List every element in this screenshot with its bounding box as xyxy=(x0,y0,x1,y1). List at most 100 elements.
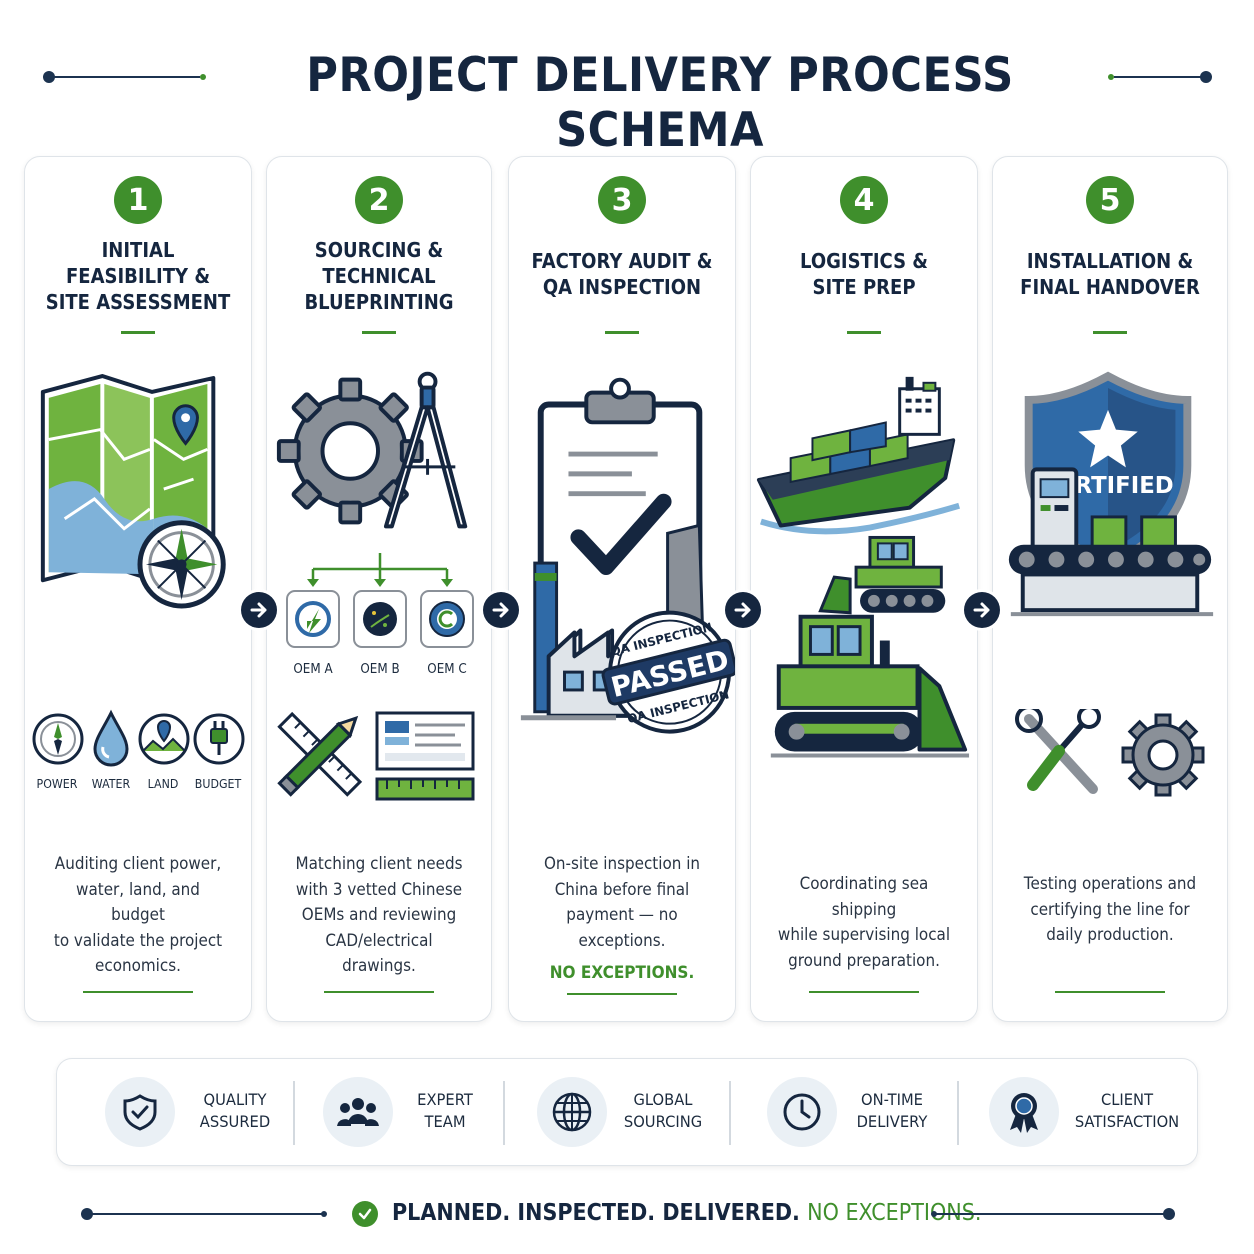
step-description: Matching client needs with 3 vetted Chin… xyxy=(289,851,469,979)
step-card-3: 3 FACTORY AUDIT & QA INSPECTION PASSED Q… xyxy=(508,156,736,1022)
title-rule xyxy=(605,331,639,334)
tools-gear-icon xyxy=(1015,709,1205,797)
large-bulldozer-icon xyxy=(770,614,970,758)
desc-line: to validate the project xyxy=(53,930,223,950)
value-icon-wrap xyxy=(989,1077,1059,1147)
desc-line: daily production. xyxy=(1046,925,1174,944)
oem-label-c: OEM C xyxy=(427,662,467,677)
step-number: 3 xyxy=(598,176,646,224)
value-label-line: EXPERT xyxy=(417,1090,473,1109)
bottom-rule xyxy=(324,991,434,993)
footer-text: PLANNED. INSPECTED. DELIVERED. NO EXCEPT… xyxy=(392,1200,981,1226)
value-label: QUALITY ASSURED xyxy=(193,1089,278,1133)
step-card-1: 1 INITIAL FEASIBILITY & SITE ASSESSMENT xyxy=(24,156,252,1022)
title-rule xyxy=(362,331,396,334)
value-label-line: ON-TIME xyxy=(861,1090,923,1109)
oem-b-logo xyxy=(353,590,407,648)
water-drop-icon xyxy=(93,709,129,767)
step-arrow-2-3 xyxy=(483,592,519,628)
arrow-right-icon xyxy=(492,602,509,618)
value-icon-wrap xyxy=(323,1077,393,1147)
footer-decor-left xyxy=(81,1208,327,1220)
divider xyxy=(957,1081,959,1145)
desc-line: OEMs and reviewing xyxy=(301,905,457,924)
step-number: 5 xyxy=(1086,176,1134,224)
desc-line: exceptions. xyxy=(578,930,666,950)
step-number: 4 xyxy=(840,176,888,224)
step-title: FACTORY AUDIT & QA INSPECTION xyxy=(529,248,714,300)
divider xyxy=(503,1081,505,1145)
value-label: GLOBAL SOURCING xyxy=(617,1089,709,1133)
clipboard-factory-icon: PASSED QA INSPECTION QA INSPECTION xyxy=(520,377,735,734)
step-title-line: QA INSPECTION xyxy=(542,275,702,299)
title-row: PROJECT DELIVERY PROCESS SCHEMA xyxy=(0,48,1254,158)
value-label: EXPERT TEAM xyxy=(401,1089,489,1133)
value-icon-wrap xyxy=(537,1077,607,1147)
clock-icon xyxy=(783,1093,821,1131)
step-arrow-4-5 xyxy=(964,592,1000,628)
globe-icon xyxy=(552,1092,592,1132)
step-title: INITIAL FEASIBILITY & SITE ASSESSMENT xyxy=(45,237,231,315)
value-label: ON-TIME DELIVERY xyxy=(849,1089,935,1133)
footer-main-text: PLANNED. INSPECTED. DELIVERED. xyxy=(392,1200,800,1226)
desc-line: payment — no xyxy=(566,905,678,924)
desc-line: certifying the line for xyxy=(1030,899,1190,919)
step-title-line: SITE ASSESSMENT xyxy=(45,290,231,314)
gear-drafting-compass-icon xyxy=(276,371,468,529)
cargo-ship-icon xyxy=(756,376,961,535)
desc-line: while supervising local xyxy=(777,925,951,944)
divider xyxy=(293,1081,295,1145)
desc-line: economics. xyxy=(95,956,181,975)
step-card-5: 5 INSTALLATION & FINAL HANDOVER CERTIFIE… xyxy=(992,156,1228,1022)
title-decor-left xyxy=(43,71,206,83)
desc-line: water, land, and budget xyxy=(76,879,200,925)
step-card-2: 2 SOURCING & TECHNICAL BLUEPRINTING xyxy=(266,156,492,1022)
title-rule xyxy=(847,331,881,334)
value-label-line: SATISFACTION xyxy=(1074,1112,1180,1131)
pencil-ruler-drawing-icon xyxy=(277,711,475,801)
desc-line: Testing operations and xyxy=(1023,874,1197,893)
certified-shield-conveyor-icon: CERTIFIED xyxy=(1008,371,1214,617)
footer-decor-right xyxy=(931,1208,1175,1220)
bottom-rule xyxy=(1055,991,1165,993)
value-client-satisfaction: CLIENT SATISFACTION xyxy=(989,1059,1189,1167)
step-description: Auditing client power, water, land, and … xyxy=(47,851,229,979)
icon-label-budget: BUDGET xyxy=(194,777,242,791)
value-label-line: SOURCING xyxy=(623,1112,703,1131)
oem-a-logo xyxy=(286,590,340,648)
step-title-line: LOGISTICS & xyxy=(799,249,929,273)
step-number: 2 xyxy=(355,176,403,224)
value-global-sourcing: GLOBAL SOURCING xyxy=(537,1059,727,1167)
step-title-line: SOURCING & xyxy=(314,238,444,262)
wrench-screwdriver-icon xyxy=(1015,709,1101,794)
icon-label-land: LAND xyxy=(147,777,179,791)
bottom-rule xyxy=(83,991,193,993)
step-title-line: INSTALLATION & xyxy=(1026,249,1194,273)
budget-plug-icon xyxy=(193,713,245,765)
ship-bulldozer-icon xyxy=(756,376,970,758)
step-title: INSTALLATION & FINAL HANDOVER xyxy=(1014,248,1207,300)
desc-line: CAD/electrical drawings. xyxy=(325,930,433,976)
step-title-line: INITIAL xyxy=(101,238,175,262)
value-label-line: DELIVERY xyxy=(856,1112,928,1131)
arrow-right-icon xyxy=(973,602,990,618)
value-label-line: ASSURED xyxy=(199,1112,271,1131)
desc-line: Coordinating sea shipping xyxy=(799,874,929,919)
desc-line: On-site inspection in xyxy=(543,854,701,873)
value-icon-wrap xyxy=(767,1077,837,1147)
desc-line: Auditing client power, xyxy=(54,854,222,873)
step-title-line: FINAL HANDOVER xyxy=(1020,275,1200,299)
icon-label-power: POWER xyxy=(36,777,78,791)
step-title: SOURCING & TECHNICAL BLUEPRINTING xyxy=(287,237,471,315)
award-ribbon-icon xyxy=(1010,1093,1038,1133)
title-rule xyxy=(121,331,155,334)
step-card-4: 4 LOGISTICS & SITE PREP xyxy=(750,156,978,1022)
desc-line: with 3 vetted Chinese xyxy=(295,879,463,899)
shield-check-icon xyxy=(123,1094,157,1131)
step-title-line: FEASIBILITY & xyxy=(65,264,211,288)
page-title: PROJECT DELIVERY PROCESS SCHEMA xyxy=(306,48,1014,158)
arrow-right-icon xyxy=(734,602,751,618)
step-arrow-3-4 xyxy=(725,592,761,628)
value-label-line: TEAM xyxy=(424,1112,466,1131)
value-label-line: CLIENT xyxy=(1100,1090,1154,1109)
